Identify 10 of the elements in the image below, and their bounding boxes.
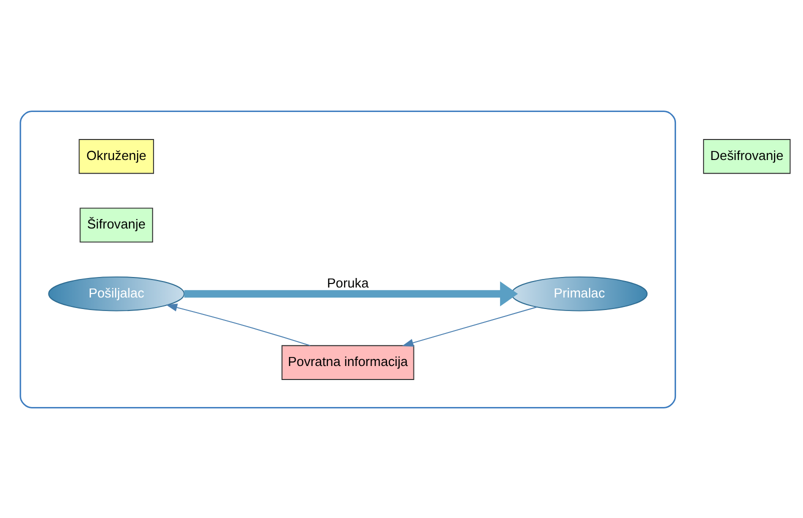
node-ellipse: Primalac: [511, 276, 648, 311]
cluster: [20, 110, 676, 408]
node-box: Okruženje: [78, 138, 154, 174]
arrow: [166, 303, 311, 346]
arrow: [402, 306, 538, 346]
arrow: [184, 280, 518, 306]
node-box: Povratna informacija: [282, 344, 414, 380]
node-box: Dešifrovanje: [703, 138, 791, 174]
edge-label: Poruka: [327, 274, 369, 290]
node-box: Šifrovanje: [80, 207, 154, 242]
